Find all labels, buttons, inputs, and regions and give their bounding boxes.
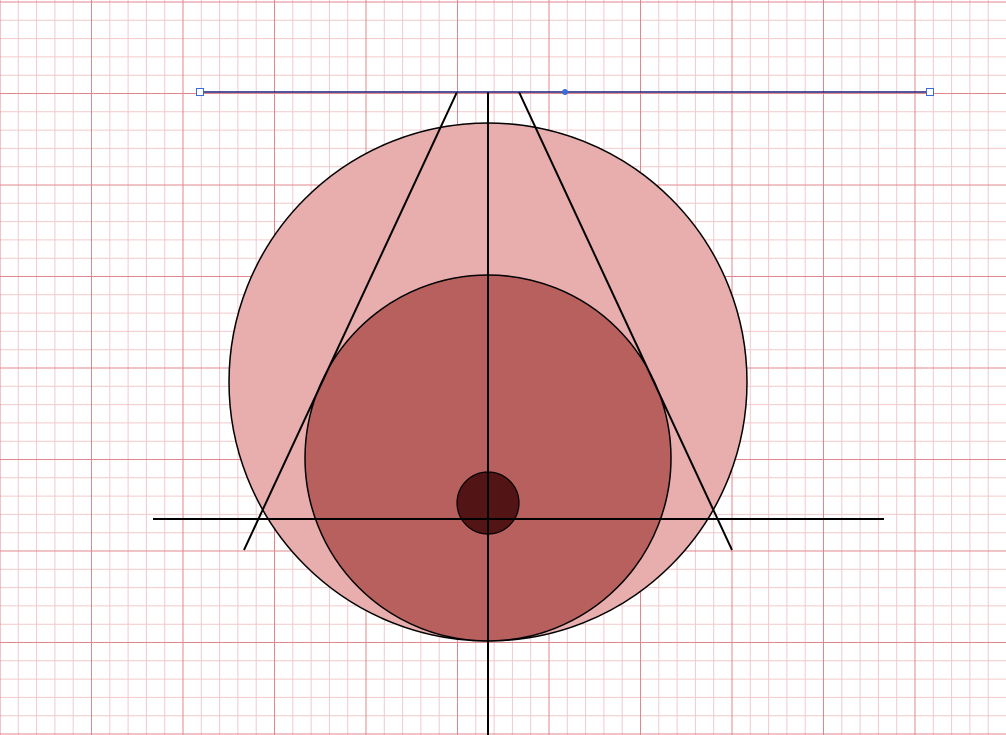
right-tangent-line[interactable] [518, 91, 733, 551]
selected-line-group[interactable] [196, 88, 934, 96]
square-handle-icon[interactable] [196, 88, 204, 96]
square-handle-icon[interactable] [926, 88, 934, 96]
left-tangent-line[interactable] [243, 91, 458, 551]
construction-figure[interactable] [153, 91, 884, 735]
circle-handle-icon[interactable] [562, 89, 568, 95]
